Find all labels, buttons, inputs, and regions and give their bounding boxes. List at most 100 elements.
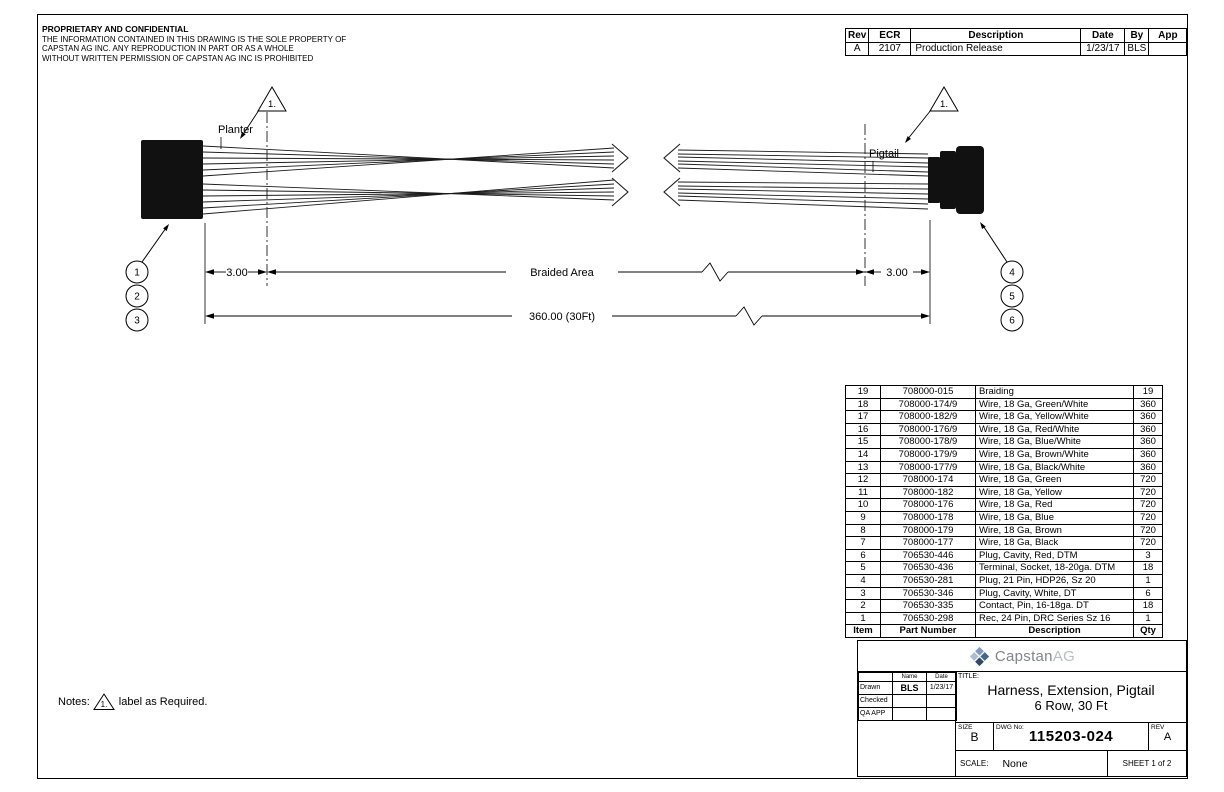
notes-prefix: Notes: bbox=[58, 695, 90, 708]
flag-note-left: 1. bbox=[240, 86, 287, 139]
bom-cell-value: 708000-178 bbox=[880, 510, 976, 525]
bom-cell-value: 360 bbox=[1133, 422, 1163, 437]
dim-braided-text: Braided Area bbox=[530, 267, 594, 279]
bom-cell-value: 708000-015 bbox=[880, 385, 976, 399]
bom-cell-value: 8 bbox=[845, 523, 881, 538]
logo-text-ag: AG bbox=[1052, 647, 1076, 665]
bom-cell-value: 9 bbox=[845, 510, 881, 525]
bom-cell-value: 5 bbox=[845, 561, 881, 575]
bom-cell-value: 15 bbox=[845, 435, 881, 449]
bom-cell-value: Wire, 18 Ga, Red bbox=[975, 498, 1134, 512]
bom-cell-value: Contact, Pin, 16-18ga. DT bbox=[975, 599, 1134, 613]
rev-cell-value bbox=[1148, 41, 1188, 56]
balloon-1-text: 1 bbox=[134, 268, 140, 279]
drawing-number: 115203-024 bbox=[1028, 728, 1114, 745]
bom-cell-value: 706530-346 bbox=[880, 586, 976, 601]
wire-break-marks bbox=[611, 143, 681, 207]
bom-cell-value: 16 bbox=[845, 422, 881, 437]
rev-cell-value: Production Release bbox=[910, 41, 1082, 56]
note-flag-triangle-icon: 1. bbox=[92, 693, 115, 710]
scale-sheet-row: SCALE: None SHEET 1 of 2 bbox=[956, 751, 1186, 776]
bom-cell-value: 360 bbox=[1133, 460, 1163, 475]
bom-cell-value: 720 bbox=[1133, 498, 1163, 512]
drawn-name: BLS bbox=[892, 681, 927, 695]
bom-cell-value: 708000-174 bbox=[880, 473, 976, 487]
bom-cell-value: 13 bbox=[845, 460, 881, 475]
bom-cell-value: 706530-335 bbox=[880, 599, 976, 613]
by-header: By bbox=[1124, 28, 1150, 43]
size-label: SIZE bbox=[958, 724, 973, 731]
planter-connector bbox=[141, 140, 203, 219]
bom-cell-value: 708000-179 bbox=[880, 523, 976, 538]
notes: Notes: 1. label as Required. bbox=[58, 692, 207, 711]
bom-cell-value: 706530-436 bbox=[880, 561, 976, 575]
note-flag-text: 1. bbox=[100, 700, 107, 709]
bom-cell-value: 706530-281 bbox=[880, 573, 976, 588]
dimension-3-right: 3.00 bbox=[865, 267, 930, 279]
scale-label: SCALE: bbox=[960, 759, 989, 768]
bom-cell-value: 720 bbox=[1133, 536, 1163, 550]
rev-header: Rev bbox=[844, 28, 870, 43]
bom-cell-value: Wire, 18 Ga, Brown/White bbox=[975, 447, 1134, 462]
bom-cell-value: 1 bbox=[1133, 573, 1163, 588]
bom-cell-value: 3 bbox=[1133, 548, 1163, 563]
bom-qty-header: Qty bbox=[1133, 624, 1163, 638]
notes-text: label as Required. bbox=[118, 695, 208, 708]
harness-wires bbox=[202, 145, 929, 215]
bom-cell-value: Plug, Cavity, White, DT bbox=[975, 586, 1134, 601]
bom-cell-value: 18 bbox=[1133, 599, 1163, 613]
bom-cell-value: 720 bbox=[1133, 510, 1163, 525]
dimension-overall: 360.00 (30Ft) bbox=[205, 306, 930, 326]
dwg-cell: DWG No: 115203-024 bbox=[994, 723, 1149, 750]
dim-overall-text: 360.00 (30Ft) bbox=[529, 311, 595, 323]
app-header: App bbox=[1148, 28, 1188, 43]
bom-cell-value: Wire, 18 Ga, Green bbox=[975, 473, 1134, 487]
bom-cell-value: 19 bbox=[845, 385, 881, 399]
bom-cell-value: 2 bbox=[845, 599, 881, 613]
bom-cell-value: Wire, 18 Ga, Blue bbox=[975, 510, 1134, 525]
dim-right-text: 3.00 bbox=[886, 267, 907, 279]
rev-cell-value: 1/23/17 bbox=[1080, 41, 1126, 56]
drawing-border bbox=[37, 14, 1188, 779]
bom-item-header: Item bbox=[845, 624, 881, 638]
bom-cell-value: 706530-298 bbox=[880, 611, 976, 626]
bom-cell-value: 12 bbox=[845, 473, 881, 487]
name-header: Name bbox=[892, 672, 927, 682]
proprietary-line: WITHOUT WRITTEN PERMISSION OF CAPSTAN AG… bbox=[42, 53, 314, 63]
bom-cell-value: 708000-176 bbox=[880, 498, 976, 512]
bom-part-header: Part Number bbox=[880, 624, 976, 638]
title-area: TITLE: Harness, Extension, Pigtail 6 Row… bbox=[956, 672, 1186, 723]
drawing-subtitle: 6 Row, 30 Ft bbox=[1034, 698, 1108, 713]
balloon-5 bbox=[1000, 284, 1024, 308]
bom-cell-value: Wire, 18 Ga, Yellow/White bbox=[975, 410, 1134, 424]
bom-cell-value: 708000-178/9 bbox=[880, 435, 976, 449]
bom-cell-value: 708000-176/9 bbox=[880, 422, 976, 437]
bom-cell-value: 708000-182 bbox=[880, 485, 976, 500]
bom-cell-value: 17 bbox=[845, 410, 881, 424]
qa-row: QA APP bbox=[858, 707, 957, 721]
bom-cell-value: 11 bbox=[845, 485, 881, 500]
dim-left-text: 3.00 bbox=[226, 267, 247, 279]
bom-cell-value: Plug, 21 Pin, HDP26, Sz 20 bbox=[975, 573, 1134, 588]
bom-description-header: Description bbox=[975, 624, 1134, 638]
signature-header-row: Name Date bbox=[858, 672, 957, 682]
rev-cell-value: A bbox=[844, 41, 870, 56]
sheet-number: SHEET 1 of 2 bbox=[1122, 759, 1172, 768]
size-dwg-rev-row: SIZE B DWG No: 115203-024 REV A bbox=[956, 723, 1186, 751]
bom-cell-value: Plug, Cavity, Red, DTM bbox=[975, 548, 1134, 563]
qa-label: QA APP bbox=[858, 707, 893, 721]
balloon-callouts: 1 2 3 4 5 6 bbox=[125, 222, 1024, 332]
bom-cell-value: 720 bbox=[1133, 523, 1163, 538]
logo-text-capstan: Capstan bbox=[994, 647, 1053, 665]
balloon-5-text: 5 bbox=[1009, 292, 1015, 303]
